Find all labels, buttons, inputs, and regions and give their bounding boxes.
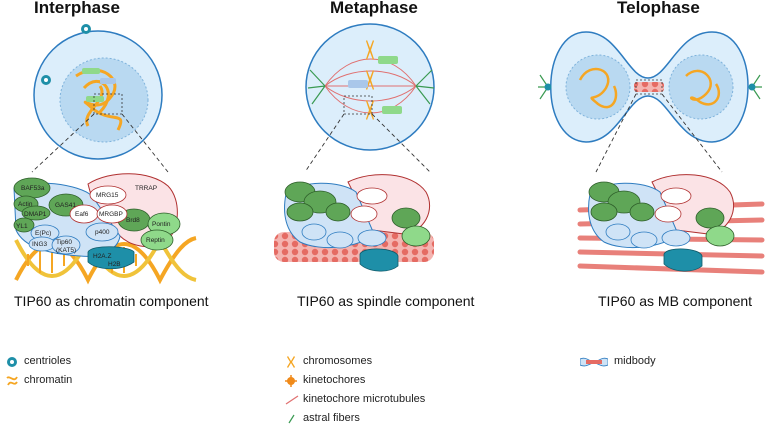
centriole-icon: [81, 24, 91, 34]
kinetochore-icon: [285, 375, 297, 387]
label-ing3: ING3: [32, 241, 48, 248]
telophase-caption: TIP60 as MB component: [598, 293, 753, 309]
centriole-icon: [7, 357, 17, 367]
label-p400: p400: [95, 229, 110, 236]
label-kat5: (KAT5): [56, 247, 76, 254]
interphase-complex-detail: BAF53a Actin DMAP1 GAS41 YL1 MRG15 Eaf6 …: [13, 173, 197, 285]
telophase-complex-detail: [577, 174, 765, 275]
midbody-icon: [634, 79, 664, 95]
metaphase-complex-detail: [274, 174, 434, 272]
interphase-title: Interphase: [34, 0, 120, 17]
label-actin: Actin: [18, 201, 33, 208]
label-h2b: H2B: [108, 261, 121, 268]
label-epc: E(Pc): [35, 230, 51, 237]
legend-chromosomes-label: chromosomes: [303, 355, 373, 367]
label-brd8: Brd8: [126, 217, 140, 224]
legend-kinetochore-microtubules-label: kinetochore microtubules: [303, 393, 426, 405]
midbody-icon: [580, 357, 608, 367]
legend-kinetochores-label: kinetochores: [303, 374, 366, 386]
chromosome-icon: [287, 356, 295, 368]
microtubule-icon: [285, 395, 299, 405]
label-mrgbp: MRGBP: [99, 211, 123, 218]
legend-astral-fibers-label: astral fibers: [303, 412, 360, 424]
label-trrap: TRRAP: [135, 185, 157, 192]
legend-midbody-label: midbody: [614, 355, 656, 367]
metaphase-title: Metaphase: [330, 0, 418, 17]
astral-fiber-icon: [288, 414, 295, 424]
telophase-cell: [538, 31, 762, 143]
chromatin-icon: [6, 376, 18, 386]
metaphase-caption: TIP60 as spindle component: [297, 293, 475, 309]
label-h2az: H2A.Z: [93, 253, 111, 260]
diagram-canvas: BAF53a Actin DMAP1 GAS41 YL1 MRG15 Eaf6 …: [13, 23, 765, 285]
interphase-cell: [33, 24, 163, 160]
label-reptin: Reptin: [146, 237, 165, 244]
telophase-title: Telophase: [617, 0, 700, 17]
label-pontin: Pontin: [152, 221, 171, 228]
label-dmap1: DMAP1: [24, 211, 47, 218]
label-baf53a: BAF53a: [21, 185, 45, 192]
label-mrg15: MRG15: [96, 192, 119, 199]
label-eaf6: Eaf6: [75, 211, 89, 218]
legend-chromatin-label: chromatin: [24, 374, 73, 386]
label-gas41: GAS41: [55, 202, 76, 209]
centriole-icon: [41, 75, 51, 85]
metaphase-cell: [305, 23, 435, 151]
interphase-caption: TIP60 as chromatin component: [14, 293, 209, 309]
label-tip60: Tip60: [56, 239, 72, 246]
legend-centrioles-label: centrioles: [24, 355, 72, 367]
label-yl1: YL1: [16, 223, 28, 230]
